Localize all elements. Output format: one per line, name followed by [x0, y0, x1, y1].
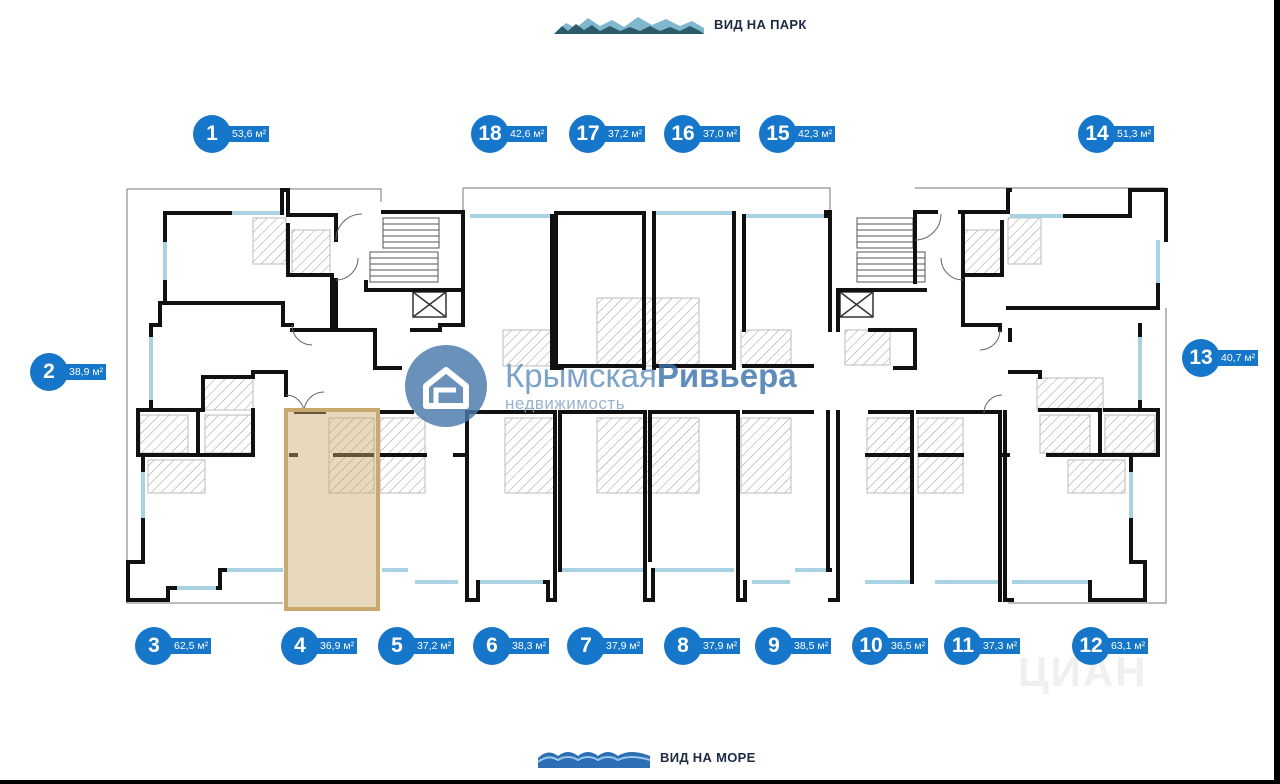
- apartment-area: 37,3 м²: [980, 638, 1021, 654]
- apartment-number: 1: [193, 115, 231, 153]
- furniture-zones: [139, 217, 1156, 494]
- logo-title: КрымскаяРивьера: [505, 356, 797, 394]
- apartment-number: 15: [759, 115, 797, 153]
- walls: [126, 188, 1168, 602]
- door-swings: [285, 213, 1003, 414]
- apartment-number: 17: [569, 115, 607, 153]
- apartment-area: 37,2 м²: [414, 638, 455, 654]
- apartment-number: 16: [664, 115, 702, 153]
- apartment-area: 38,9 м²: [66, 364, 107, 380]
- apartment-number: 2: [30, 353, 68, 391]
- apartment-number: 5: [378, 627, 416, 665]
- apartment-area: 37,9 м²: [700, 638, 741, 654]
- stairwell-left: [369, 217, 440, 283]
- apartment-number: 7: [567, 627, 605, 665]
- apartment-area: 37,2 м²: [605, 126, 646, 142]
- forest-icon: [554, 17, 704, 34]
- apartment-area: 40,7 м²: [1218, 350, 1259, 366]
- park-view-label: ВИД НА ПАРК: [554, 14, 807, 34]
- windows: [141, 211, 1160, 590]
- apartment-number: 4: [281, 627, 319, 665]
- apartment-area: 38,3 м²: [509, 638, 550, 654]
- logo-subtitle: недвижимость: [505, 393, 626, 413]
- apartment-area: 53,6 м²: [229, 126, 270, 142]
- apartment-number: 3: [135, 627, 173, 665]
- apartment-area: 38,5 м²: [791, 638, 832, 654]
- apartment-area: 36,9 м²: [317, 638, 358, 654]
- apartment-number: 8: [664, 627, 702, 665]
- apartment-area: 37,0 м²: [700, 126, 741, 142]
- sea-view-label: ВИД НА МОРЕ: [538, 746, 756, 768]
- apartment-area: 62,5 м²: [171, 638, 212, 654]
- company-logo: КрымскаяРивьера недвижимость: [405, 345, 797, 427]
- apartment-number: 11: [944, 627, 982, 665]
- apartment-area: 37,9 м²: [603, 638, 644, 654]
- apartment-area: 42,3 м²: [795, 126, 836, 142]
- logo-house-icon: [405, 345, 487, 427]
- apartment-area: 63,1 м²: [1108, 638, 1149, 654]
- apartment-area: 36,5 м²: [888, 638, 929, 654]
- sea-view-text: ВИД НА МОРЕ: [660, 749, 756, 765]
- apartment-number: 13: [1182, 339, 1220, 377]
- apartment-area: 42,6 м²: [507, 126, 548, 142]
- apartment-number: 12: [1072, 627, 1110, 665]
- apartment-area: 51,3 м²: [1114, 126, 1155, 142]
- apartment-4-highlight[interactable]: [284, 408, 380, 611]
- apartment-number: 6: [473, 627, 511, 665]
- apartment-number: 18: [471, 115, 509, 153]
- waves-icon: [538, 752, 650, 768]
- apartment-number: 9: [755, 627, 793, 665]
- park-view-text: ВИД НА ПАРК: [714, 16, 807, 32]
- apartment-number: 14: [1078, 115, 1116, 153]
- apartment-number: 10: [852, 627, 890, 665]
